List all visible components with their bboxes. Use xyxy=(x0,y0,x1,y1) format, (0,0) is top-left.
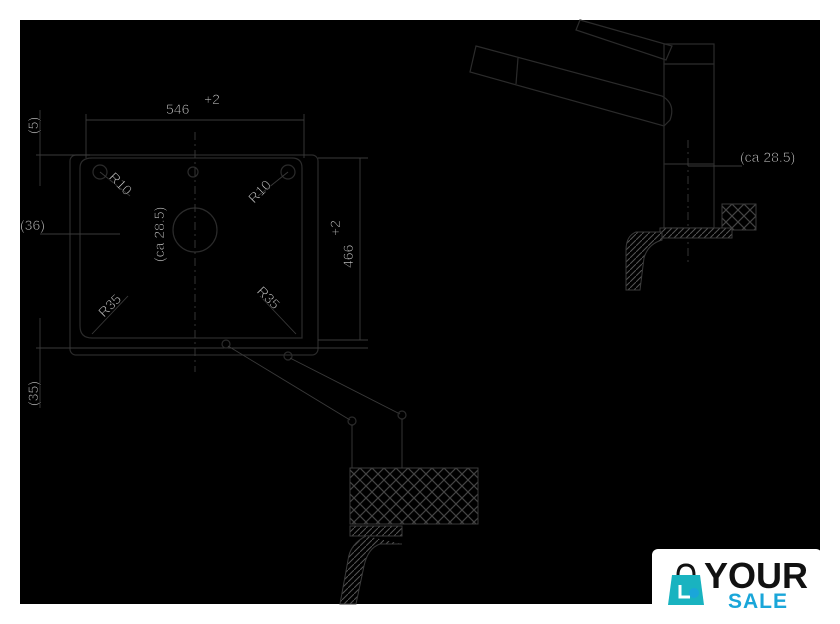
radius-leader-tr xyxy=(257,171,289,197)
depth-tol-label: +2 xyxy=(327,220,343,236)
logo-word-sale: SALE xyxy=(728,590,789,613)
tap-lever xyxy=(575,19,673,61)
width-label: 546 xyxy=(166,101,190,117)
logo-word-your: YOUR xyxy=(704,555,809,596)
radius-leader-bl xyxy=(91,295,129,335)
section-leaders xyxy=(221,339,407,470)
corner-top-right xyxy=(280,164,296,180)
corner-top-left xyxy=(92,164,108,180)
countertop-section xyxy=(339,467,479,605)
tap-spout xyxy=(469,45,673,127)
yoursale-logo: YOUR SALE xyxy=(652,549,822,621)
spout-joint xyxy=(515,57,519,85)
leader-line-a xyxy=(227,345,351,421)
leader-point-b xyxy=(283,351,293,361)
sink-rim-profile xyxy=(339,535,402,605)
sink-inner-outline xyxy=(79,157,303,339)
tap-hole-label: (ca 28.5) xyxy=(151,207,167,262)
leader-point-a xyxy=(221,339,231,349)
offset-top-label: (5) xyxy=(25,117,41,134)
countertop-block xyxy=(349,467,479,525)
tap-offset-label: (ca 28.5) xyxy=(740,149,795,165)
width-tol-label: +2 xyxy=(204,91,220,107)
offset-mid-label: (36) xyxy=(20,217,45,233)
tap-sink-rim xyxy=(625,231,663,291)
tap-hole xyxy=(187,166,199,178)
depth-label: 466 xyxy=(340,244,356,268)
leader-line-b xyxy=(289,357,401,415)
countertop-edge xyxy=(349,525,403,537)
tap-countertop xyxy=(721,203,757,231)
shopping-bag-icon xyxy=(668,563,704,605)
sink-outer-outline xyxy=(69,154,319,356)
tap-side-view: (ca 28.5) xyxy=(469,19,796,291)
radius-leader-br xyxy=(259,295,297,335)
offset-bottom-label: (35) xyxy=(25,381,41,406)
white-margin-right xyxy=(820,0,840,624)
radius-leader-tl xyxy=(99,171,131,197)
tap-mount-plate xyxy=(659,227,733,239)
